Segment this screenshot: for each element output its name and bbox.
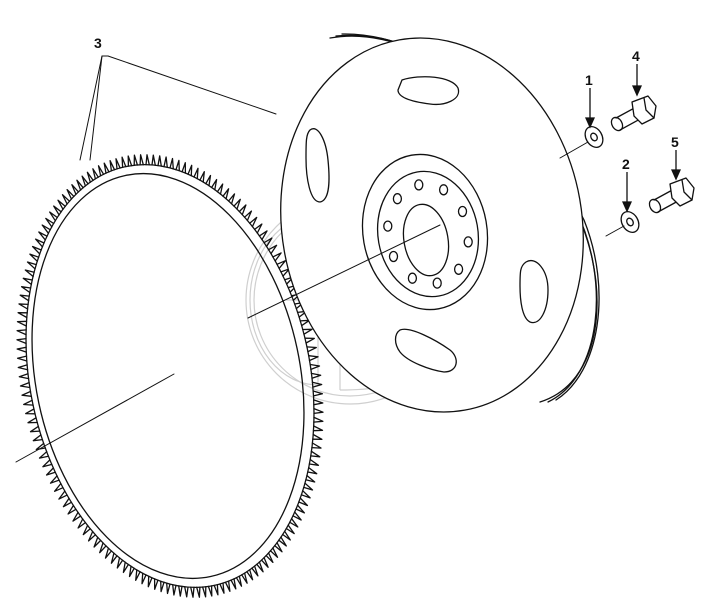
flywheel-slot (397, 76, 460, 106)
hub-bolt-hole (383, 220, 393, 232)
callout-1: 1 (585, 72, 593, 88)
hub-bolt-hole (463, 236, 473, 248)
flywheel-slot (305, 128, 330, 203)
flywheel-slot (394, 328, 457, 373)
bolt-upper (610, 95, 657, 132)
callout-arrows (584, 64, 682, 213)
hub-bolt-hole (457, 205, 468, 218)
flywheel-hub-inner (376, 170, 480, 298)
hub-bolt-hole (392, 193, 403, 205)
callout-4: 4 (632, 48, 640, 64)
flywheel-center-bore (402, 203, 450, 277)
hub-bolt-hole (432, 277, 442, 289)
flywheel-hub-outer (361, 153, 489, 311)
hub-bolt-hole (414, 179, 424, 191)
bolt-lower (648, 177, 695, 214)
washer-upper (584, 126, 604, 148)
hub-bolt-hole (407, 272, 418, 284)
callout-2: 2 (622, 156, 630, 172)
ring-gear-outer-edge (25, 164, 315, 588)
flywheel-slot (519, 260, 549, 324)
leader-lines (15, 55, 625, 463)
ring-gear-teeth-path (16, 154, 324, 598)
hub-bolt-holes (383, 179, 473, 289)
hub-bolt-hole (438, 184, 449, 196)
ring-gear (16, 154, 324, 598)
ring-gear-teeth (16, 154, 324, 598)
callout-5: 5 (671, 134, 679, 150)
ring-gear-inner-edge (31, 172, 305, 580)
washer-lower (620, 211, 640, 233)
hub-bolt-hole (388, 250, 399, 263)
flywheel-face (280, 37, 584, 413)
hub-bolt-hole (453, 263, 464, 275)
flywheel (280, 33, 600, 413)
callout-3: 3 (94, 35, 102, 51)
